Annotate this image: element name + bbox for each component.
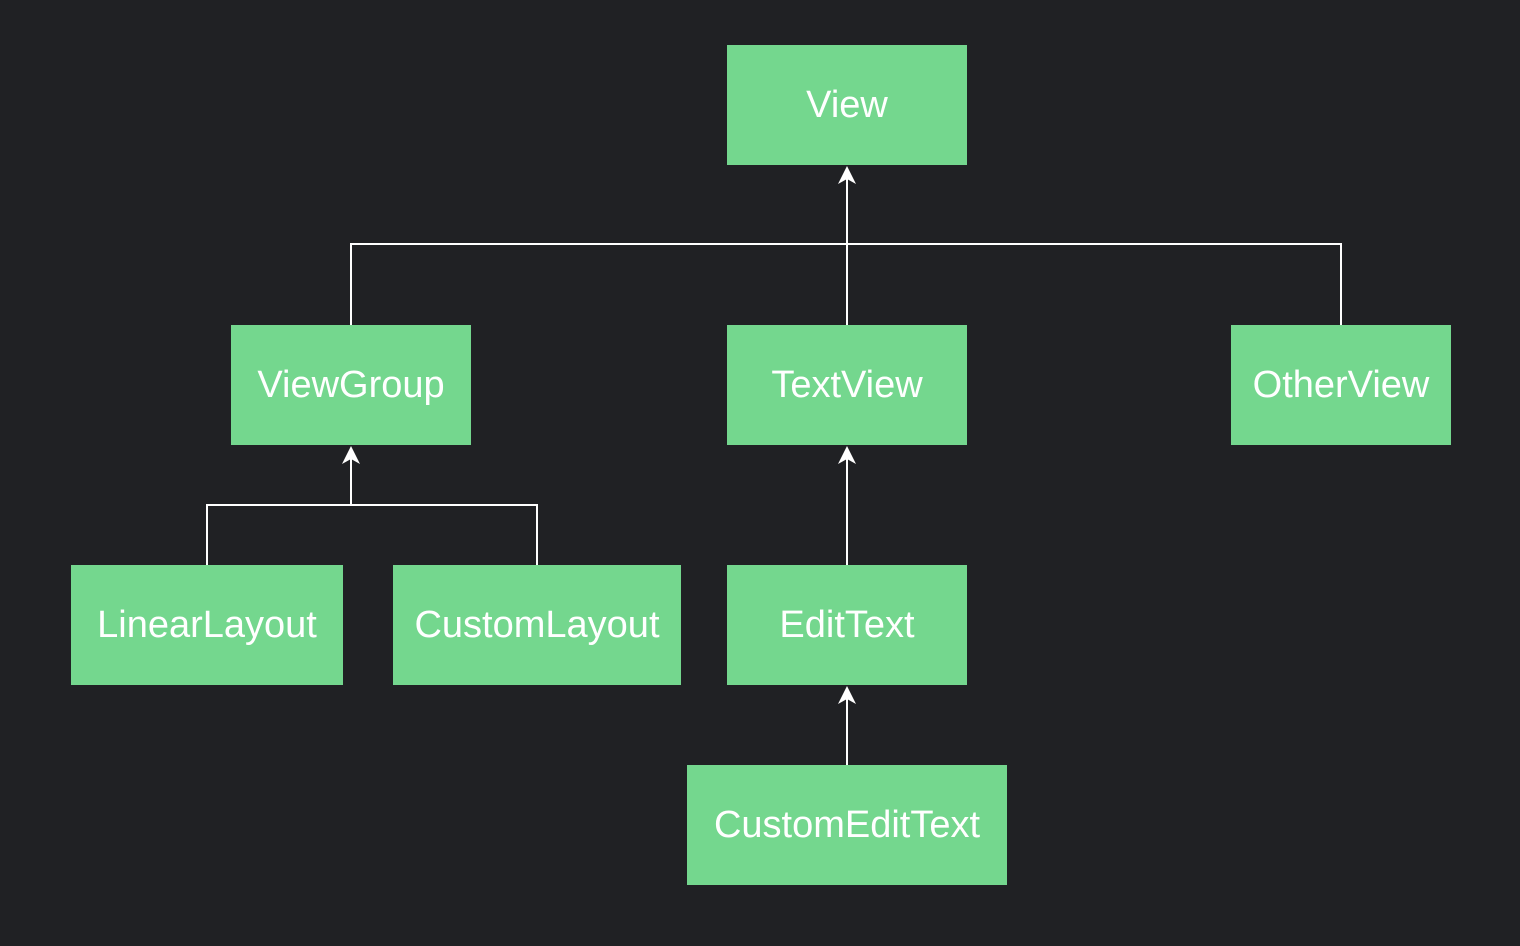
node-otherview-label: OtherView bbox=[1253, 364, 1430, 406]
node-view-label: View bbox=[806, 84, 888, 126]
edges-to-textview bbox=[838, 446, 856, 565]
node-viewgroup-label: ViewGroup bbox=[257, 364, 444, 406]
node-edittext-label: EditText bbox=[779, 604, 915, 646]
arrowhead-textview bbox=[838, 446, 856, 464]
edge-linearlayout-to-viewgroup bbox=[206, 504, 351, 565]
arrowhead-viewgroup bbox=[342, 446, 360, 464]
arrowhead-edittext bbox=[838, 686, 856, 704]
edges-to-view bbox=[350, 166, 1342, 325]
node-customedittext-label: CustomEditText bbox=[714, 804, 981, 846]
edges-to-viewgroup bbox=[206, 446, 538, 565]
node-otherview: OtherView bbox=[1231, 325, 1451, 445]
edges-to-edittext bbox=[838, 686, 856, 765]
node-linearlayout-label: LinearLayout bbox=[97, 604, 317, 646]
edge-otherview-to-view bbox=[847, 243, 1342, 325]
node-view: View bbox=[727, 45, 967, 165]
node-textview-label: TextView bbox=[771, 364, 923, 406]
edge-customlayout-to-viewgroup bbox=[351, 504, 538, 565]
node-textview: TextView bbox=[727, 325, 967, 445]
node-viewgroup: ViewGroup bbox=[231, 325, 471, 445]
node-customlayout-label: CustomLayout bbox=[414, 604, 659, 646]
node-linearlayout: LinearLayout bbox=[71, 565, 343, 685]
node-customlayout: CustomLayout bbox=[393, 565, 681, 685]
node-edittext: EditText bbox=[727, 565, 967, 685]
arrowhead-view bbox=[838, 166, 856, 184]
node-customedittext: CustomEditText bbox=[687, 765, 1007, 885]
edge-viewgroup-to-view bbox=[350, 243, 847, 325]
